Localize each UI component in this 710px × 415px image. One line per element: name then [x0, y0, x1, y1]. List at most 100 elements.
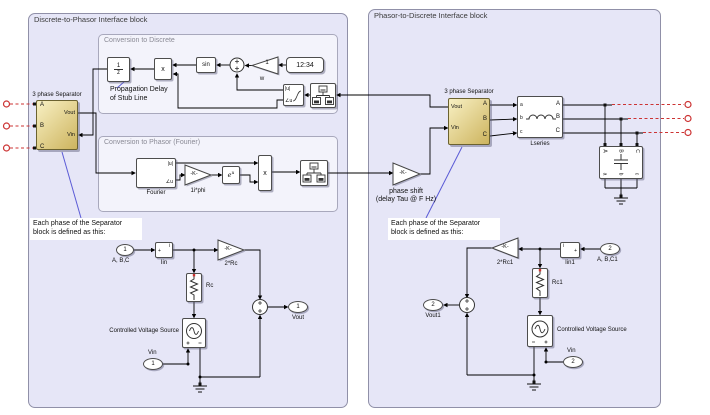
inport-number: 2 [571, 359, 575, 365]
vin-caption: Vin [148, 350, 157, 356]
port-label-c: C [40, 144, 45, 150]
product-block-2[interactable]: x [258, 155, 272, 191]
resistor1-caption: Rc1 [552, 280, 563, 286]
note-line2: block is defined as this: [391, 229, 464, 236]
phase-shift-gain-value: -K- [399, 170, 407, 176]
exp-block[interactable]: eu [222, 166, 240, 184]
product-block[interactable]: x [154, 58, 172, 80]
right-3phase-separator-block[interactable]: Vout Vin A B C [448, 98, 490, 145]
fourier-block[interactable]: |u| ∠u [136, 158, 176, 188]
gain-2rc1-caption: 2*Rc1 [496, 260, 514, 266]
lseries-port-a: a [520, 102, 523, 108]
port-label-a: A [40, 102, 45, 108]
lseries-port-b: b [520, 115, 523, 121]
lseries-port-A: A [555, 101, 560, 107]
resistor-block[interactable] [186, 273, 202, 302]
i-sign: i [563, 243, 565, 249]
connection-port-icon[interactable] [2, 122, 11, 130]
port-label-b: B [40, 123, 45, 129]
port-label-vout: Vout [451, 104, 463, 110]
resistor-zigzag-icon [189, 274, 199, 300]
phase-shift-caption2: (delay Tau @ F Hz) [375, 196, 437, 203]
digital-clock-block[interactable]: 12:34 [286, 57, 324, 73]
resistor-block-2[interactable] [532, 268, 548, 298]
note-line2: block is defined as this: [33, 229, 106, 236]
subsystem-tree-block-2[interactable] [300, 160, 328, 186]
port-label-c: C [482, 132, 487, 138]
gain-2rc-caption: 2*Rc [224, 261, 238, 267]
vout1-caption: Vout1 [425, 313, 441, 319]
left-note-box[interactable]: Each phase of the Separator block is def… [30, 218, 142, 240]
controlled-voltage-source-block[interactable] [182, 318, 206, 348]
current-measure-block-2[interactable]: i + [560, 242, 580, 258]
inport-caption: A, B,C1 [597, 257, 618, 263]
inport-abc1[interactable]: 2 [600, 243, 620, 255]
connection-port-icon[interactable] [684, 128, 692, 137]
gain-2rc-value: -K- [224, 246, 232, 252]
angle-port-label: ∠u [285, 98, 293, 104]
inport-number: 1 [123, 247, 127, 253]
unit-delay-denominator: z [117, 70, 120, 76]
inport-vin[interactable]: 1 [143, 358, 163, 370]
complex-to-mag-angle-block[interactable]: |u| ∠u [283, 84, 304, 106]
vin1-caption: Vin [567, 348, 576, 354]
lseries-block[interactable]: a b c A B C [517, 96, 563, 138]
inport-abc[interactable]: 1 [116, 244, 134, 256]
lseries-port-B: B [555, 114, 560, 120]
outport-number: 1 [296, 304, 300, 310]
exp-base: e [227, 171, 232, 180]
left-separator-title: 3 phase Separator [32, 92, 82, 98]
iin1-caption: Iin1 [565, 260, 575, 266]
inport-number: 2 [608, 246, 612, 252]
note-line1: Each phase of the Separator [33, 220, 123, 227]
subsystem-tree-icon [302, 162, 326, 183]
sin-block[interactable]: sin [196, 57, 216, 73]
product-label: x [161, 65, 165, 73]
lseries-port-C: C [555, 128, 560, 134]
fourier-caption: Fourier [146, 190, 166, 196]
port-label-vin: Vin [451, 125, 459, 131]
left-3phase-separator-block[interactable]: A B C Vout Vin [36, 100, 78, 150]
sin-label: sin [202, 62, 210, 68]
cvs1-caption: Controlled Voltage Source [557, 327, 627, 333]
subsystem-tree-block[interactable] [310, 83, 336, 108]
delay-caption-line1: Propagation Delay [110, 86, 168, 93]
subsystem-tree-icon [312, 85, 334, 105]
cvs-caption: Controlled Voltage Source [109, 328, 179, 334]
gain-1iphi-value: -K- [190, 171, 198, 177]
right-frame-title: Phasor-to-Discrete Interface block [374, 11, 488, 20]
connection-port-icon[interactable] [684, 114, 692, 123]
controlled-voltage-source-block-2[interactable] [527, 315, 553, 347]
connection-port-icon[interactable] [684, 100, 692, 109]
fourier-angle-port: ∠u [165, 179, 173, 185]
product2-label: x [263, 169, 267, 177]
port-label-vout: Vout [63, 110, 75, 116]
plus-sign: + [574, 248, 577, 254]
connection-port-icon[interactable] [2, 144, 11, 152]
mag-port-label: |u| [285, 86, 291, 92]
connection-port-icon[interactable] [2, 100, 11, 108]
delay-caption-line2: of Stub Line [110, 95, 148, 102]
lseries-caption: Lseries [530, 141, 550, 147]
phasor-to-discrete-frame[interactable] [368, 9, 661, 408]
clock-value: 12:34 [296, 61, 314, 69]
current-measure-block[interactable]: + i [155, 242, 173, 258]
outport-vout[interactable]: 1 [288, 301, 308, 313]
note-line1: Each phase of the Separator [391, 220, 481, 227]
left-frame-title: Discrete-to-Phasor Interface block [34, 15, 148, 24]
right-note-box[interactable]: Each phase of the Separator block is def… [388, 218, 500, 240]
phase-shift-caption1: phase shift [389, 188, 423, 195]
gain-1iphi-caption: 1i*phi [190, 188, 206, 194]
gain-w-value: 1 [265, 60, 269, 66]
outport-vout1[interactable]: 2 [423, 299, 443, 311]
resistor-zigzag-icon [535, 269, 545, 296]
gain-2rc1-value: -K- [501, 244, 509, 250]
curve-glyph-icon [292, 90, 302, 102]
capacitor-bank-block[interactable]: A B C a b c [599, 146, 643, 179]
inport-vin-2[interactable]: 2 [563, 356, 583, 368]
i-sign: i [168, 243, 170, 249]
plus-sign: + [158, 248, 161, 254]
iin-caption: Iin [160, 260, 168, 266]
